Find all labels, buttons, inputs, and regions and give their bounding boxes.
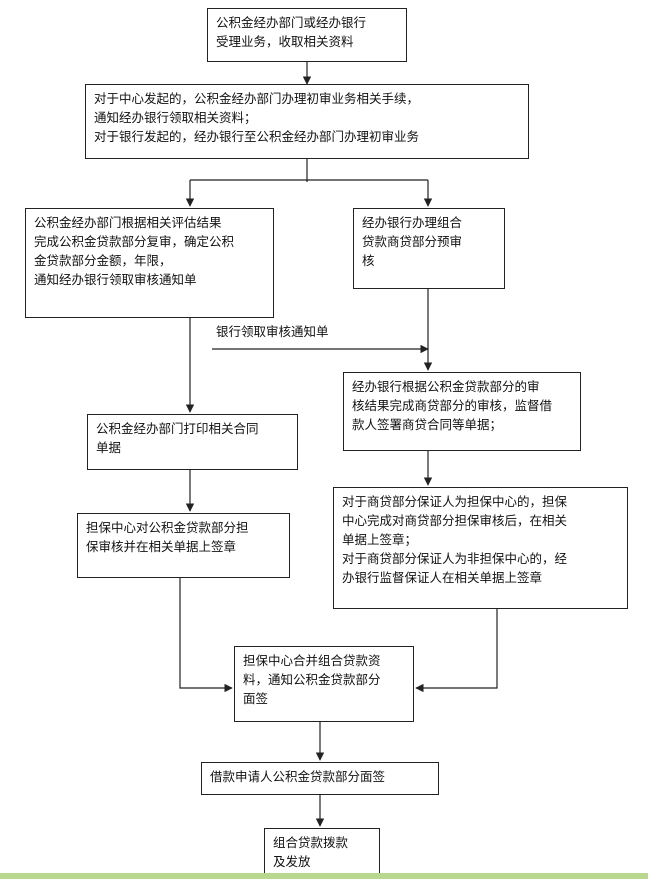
step-initial-review: 对于中心发起的，公积金经办部门办理初审业务相关手续， 通知经办银行领取相关资料；… (85, 84, 529, 159)
step-accept: 公积金经办部门或经办银行 受理业务，收取相关资料 (207, 8, 407, 62)
arrow-guarantee-to-merge (179, 578, 233, 693)
step-print-contract: 公积金经办部门打印相关合同 单据 (87, 414, 298, 470)
step-merge: 担保中心合并组合贷款资 料，通知公积金贷款部分 面签 (234, 646, 414, 722)
step-fund-review: 公积金经办部门根据相关评估结果 完成公积金贷款部分复审，确定公积 金贷款部分金额… (25, 208, 274, 318)
step-face-sign: 借款申请人公积金贷款部分面签 (201, 762, 439, 795)
step-bank-review: 经办银行根据公积金贷款部分的审 核结果完成商贷部分的审核，监督借 款人签署商贷合… (343, 372, 581, 451)
bottom-divider (0, 873, 648, 879)
step-bank-prereview: 经办银行办理组合 贷款商贷部分预审 核 (353, 208, 505, 289)
step-disburse: 组合贷款拨款 及发放 (264, 828, 380, 876)
arrow-cases-to-merge (415, 609, 498, 693)
step-guarantee-sign: 担保中心对公积金贷款部分担 保审核并在相关单据上签章 (77, 513, 290, 578)
step-guarantor-cases: 对于商贷部分保证人为担保中心的，担保 中心完成对商贷部分担保审核后，在相关 单据… (333, 487, 628, 609)
edge-label-notice: 银行领取审核通知单 (216, 324, 329, 339)
